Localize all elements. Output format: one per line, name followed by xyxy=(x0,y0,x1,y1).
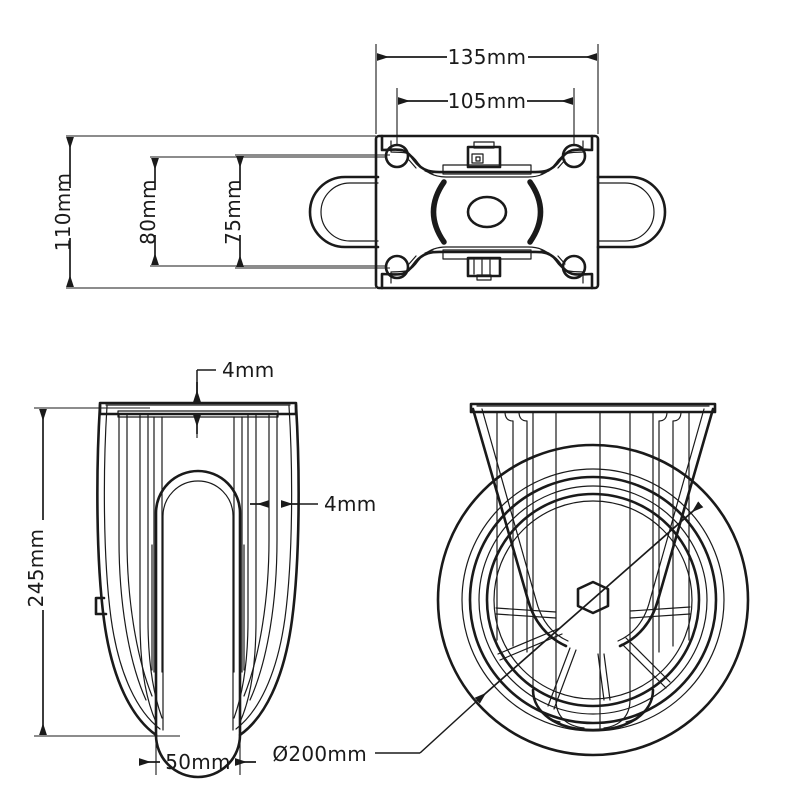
front-wheel-outer xyxy=(436,443,750,757)
dimension-label-4mm-leg: 4mm xyxy=(324,492,377,516)
dimension-label-75mm: 75mm xyxy=(221,179,245,245)
dimension-label-135mm: 135mm xyxy=(448,45,527,69)
dimension-label-245mm: 245mm xyxy=(24,529,48,608)
plan-mounting-plate xyxy=(374,134,600,290)
plan-wheel-outline xyxy=(308,175,667,249)
dimension-overall-height: 245mm xyxy=(24,407,180,737)
side-wheel-profile xyxy=(154,469,242,779)
dimension-plate-depth: 110mm xyxy=(51,135,376,289)
dimension-label-4mm-thickness: 4mm xyxy=(222,358,275,382)
bolt-hole-bottom-left xyxy=(384,254,410,280)
side-right-leg-outer xyxy=(238,403,300,737)
front-wheel-tread-inner xyxy=(468,475,718,725)
dimension-wheel-diameter: Ø200mm xyxy=(272,501,704,766)
plan-top-axle-boss xyxy=(466,141,502,169)
dimension-label-200mm-diameter: Ø200mm xyxy=(272,742,367,766)
dimension-bolt-hole-spacing-y: 80mm xyxy=(136,156,386,267)
dimension-plate-thickness: 4mm xyxy=(193,358,275,438)
dimension-label-50mm: 50mm xyxy=(165,750,231,774)
dimension-label-110mm: 110mm xyxy=(51,173,75,252)
dimension-fork-leg-thickness: 4mm xyxy=(250,492,377,516)
side-elevation-view xyxy=(94,401,300,779)
plan-lower-yoke xyxy=(380,246,594,290)
dimension-wheel-tread-width: 50mm xyxy=(139,600,256,775)
dimension-bolt-hole-spacing-x: 105mm xyxy=(396,88,575,144)
dimension-plate-width: 135mm xyxy=(375,44,599,134)
plan-right-slot xyxy=(527,179,544,245)
plan-left-slot xyxy=(430,179,447,245)
top-plan-view xyxy=(308,134,667,290)
plan-center-hole xyxy=(466,195,508,229)
dimension-label-80mm: 80mm xyxy=(136,179,160,245)
plan-upper-yoke xyxy=(380,134,594,178)
bolt-hole-top-left xyxy=(384,143,410,169)
dimension-label-105mm: 105mm xyxy=(448,89,527,113)
dimension-inner-spacing: 75mm xyxy=(221,154,390,269)
front-elevation-view xyxy=(436,402,750,757)
front-fork xyxy=(469,402,717,732)
plan-bottom-axle-boss xyxy=(466,256,502,281)
